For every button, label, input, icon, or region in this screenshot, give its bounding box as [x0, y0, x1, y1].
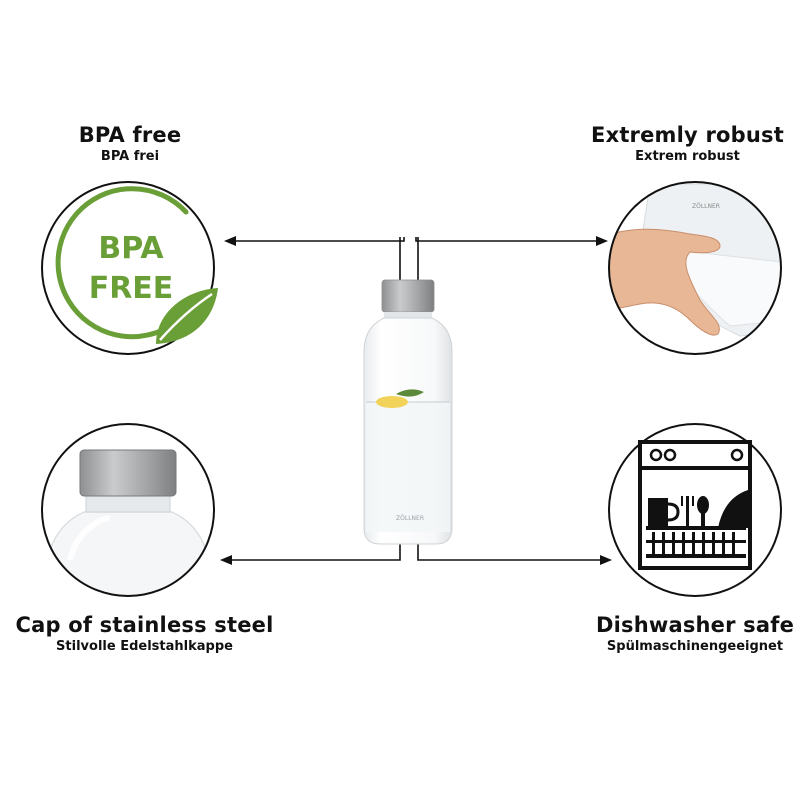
svg-text:ZÖLLNER: ZÖLLNER	[692, 203, 720, 210]
dishwasher-circle	[608, 423, 782, 597]
arrow-left-bottom-icon	[220, 555, 232, 565]
bpa-free-circle: BPA FREE	[41, 181, 218, 355]
cap-label: Cap of stainless steel Stilvolle Edelsta…	[12, 612, 277, 656]
dishwasher-title: Dishwasher safe	[595, 613, 795, 637]
bpa-badge-line2: FREE	[89, 271, 174, 306]
arrow-heads	[220, 236, 612, 565]
cap-title: Cap of stainless steel	[15, 613, 274, 637]
water-bottle-image: ZÖLLNER	[363, 279, 453, 545]
bpa-free-title: BPA free	[78, 123, 182, 147]
arrow-right-top-icon	[596, 236, 608, 246]
hand-icon	[609, 228, 721, 336]
bpa-free-subtitle: BPA frei	[100, 149, 160, 164]
bpa-free-label: BPA free BPA frei	[0, 122, 260, 166]
connector-bpa	[232, 237, 405, 242]
robust-label: Extremly robust Extrem robust	[570, 122, 800, 166]
robust-title: Extremly robust	[591, 123, 784, 147]
dishwasher-subtitle: Spülmaschinengeeignet	[606, 639, 784, 654]
hand-squeezing-bottle-image: ZÖLLNER	[609, 183, 781, 337]
arrow-right-bottom-icon	[600, 555, 612, 565]
svg-text:ZÖLLNER: ZÖLLNER	[396, 515, 424, 522]
dishwasher-label: Dishwasher safe Spülmaschinengeeignet	[565, 612, 800, 656]
dishwasher-icon	[638, 440, 752, 570]
bpa-badge-line1: BPA	[98, 231, 164, 266]
robust-circle: ZÖLLNER	[608, 181, 782, 355]
robust-subtitle: Extrem robust	[635, 149, 740, 164]
cap-circle	[41, 423, 215, 597]
cap-subtitle: Stilvolle Edelstahlkappe	[56, 639, 233, 654]
connector-robust	[415, 237, 600, 242]
arrow-left-top-icon	[224, 236, 236, 246]
